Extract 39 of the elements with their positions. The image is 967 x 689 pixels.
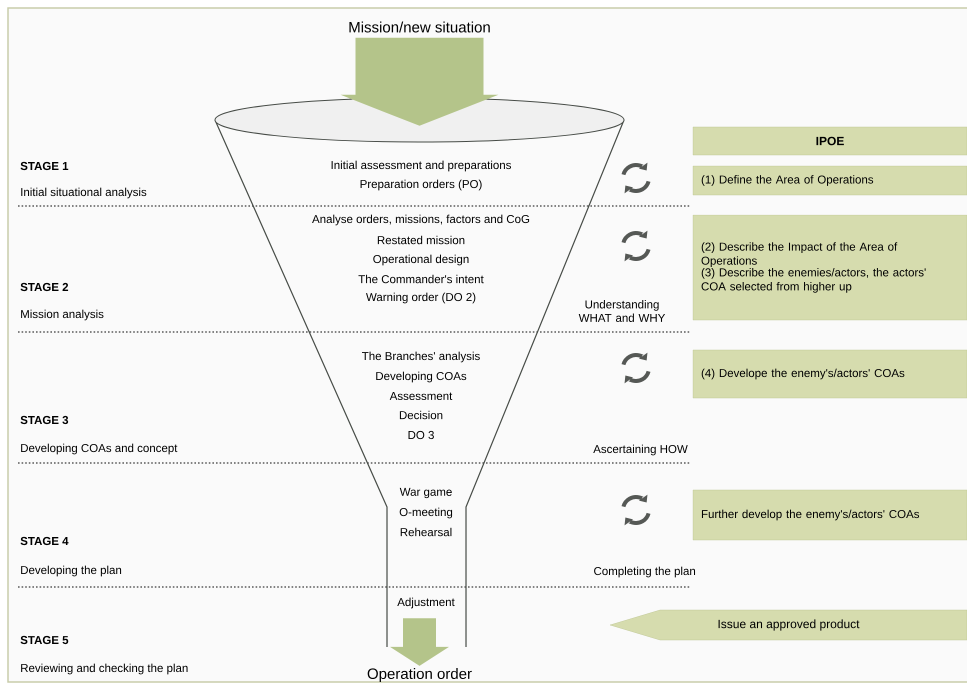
node-label: Restated mission xyxy=(378,236,464,244)
node-label: Initial assessment and preparations xyxy=(332,160,512,172)
block-arrow xyxy=(390,618,449,666)
stage-label: Completing the plan xyxy=(594,566,696,578)
step-box: (1) Define the Area of Operations xyxy=(692,166,967,196)
node-label: Assessment xyxy=(390,392,452,400)
stage-label: Ascertaining HOW xyxy=(593,444,688,456)
node-label: DO 3 xyxy=(408,430,434,440)
node-label: The Branches' analysis xyxy=(362,352,480,362)
step-box: (4) Develope the enemy's/actors' COAs xyxy=(692,350,967,398)
arrow-banner: Issue an approved product xyxy=(610,610,967,640)
node-label: Operational design xyxy=(373,254,468,266)
stage-label: Developing the plan xyxy=(21,566,122,576)
node-label: Adjustment xyxy=(397,598,455,608)
node-label: Analyse orders, missions, factors and CoG xyxy=(312,214,530,226)
stage-label: Developing COAs and concept xyxy=(21,444,178,454)
node-label: Warning order (DO 2) xyxy=(366,292,476,304)
node-label: Developing COAs xyxy=(376,372,466,382)
stage-title: STAGE 5 xyxy=(20,636,68,644)
stage-label: Understanding WHAT and WHY xyxy=(578,300,666,322)
stage-label: Reviewing and checking the plan xyxy=(21,664,188,674)
block-arrow xyxy=(340,38,498,126)
heading-text: Mission/new situation xyxy=(349,22,490,32)
node-label: Decision xyxy=(400,410,442,420)
stage-title: STAGE 3 xyxy=(20,416,68,424)
stage-label: Initial situational analysis xyxy=(21,188,146,198)
step-box: (2) Describe the Impact of the Area of Operations (3) Describe the enemies/actors, the actors' COA selected from higher up xyxy=(692,214,967,320)
node-label: War game xyxy=(400,488,452,498)
node-label: Rehearsal xyxy=(400,528,452,536)
stage-title: STAGE 1 xyxy=(20,162,68,170)
stage-title: STAGE 4 xyxy=(20,536,68,546)
node-label: O-meeting xyxy=(400,508,452,518)
result-text: Operation order xyxy=(368,668,472,682)
stage-label: Mission analysis xyxy=(21,310,104,320)
step-box: Further develop the enemy's/actors' COAs xyxy=(692,490,967,540)
node-label: The Commander's intent xyxy=(358,274,484,284)
header-box: IPOE xyxy=(692,126,967,156)
stage-title: STAGE 2 xyxy=(20,282,68,292)
node-label: Preparation orders (PO) xyxy=(360,180,482,190)
